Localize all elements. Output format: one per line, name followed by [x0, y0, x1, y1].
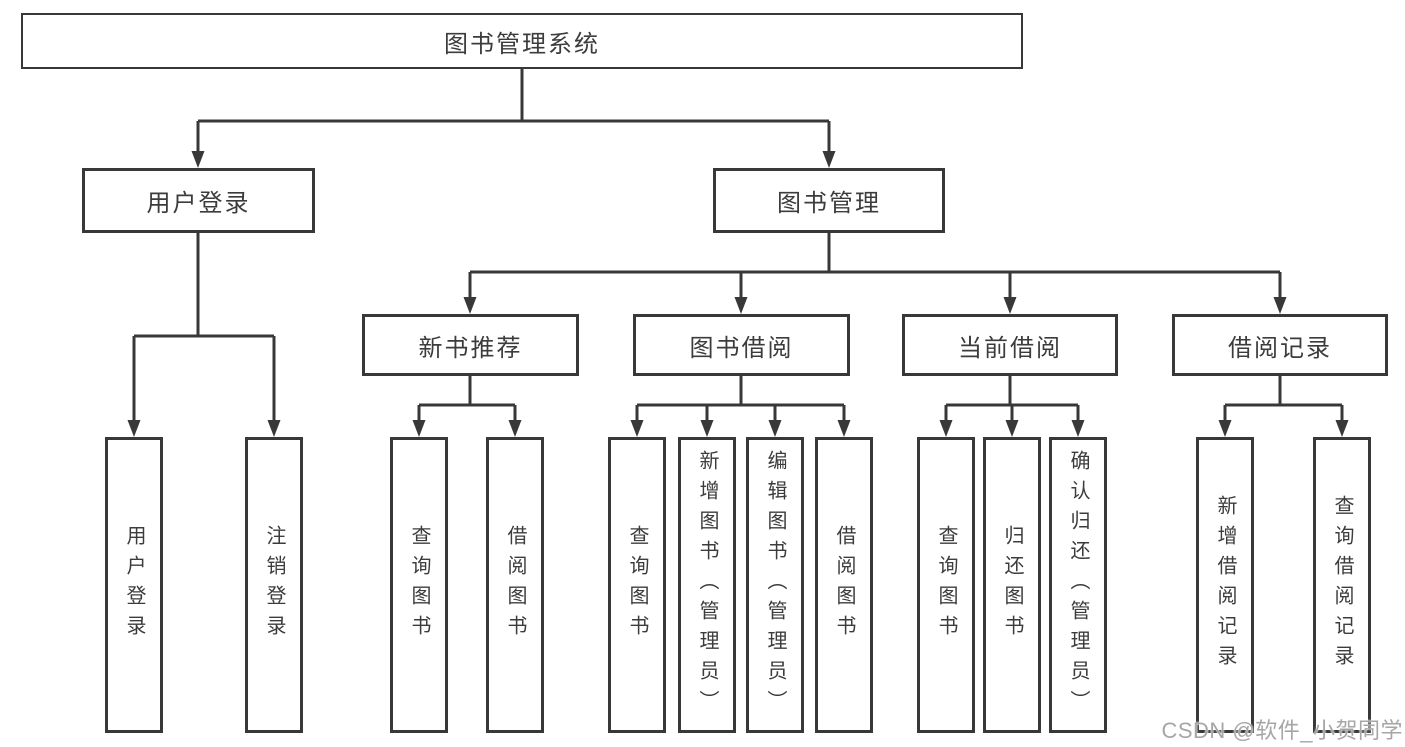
node-borrow-record: 借阅记录 [1172, 314, 1388, 376]
leaf-label: 查询图书 [626, 525, 648, 645]
leaf-label: 编辑图书（管理员） [764, 450, 786, 720]
leaf-confirm-return-admin: 确认归还（管理员） [1049, 437, 1107, 733]
node-new-book-recommend: 新书推荐 [362, 314, 579, 376]
csdn-watermark: CSDN @软件_小贺同学 [1161, 718, 1403, 743]
connector-book-borrow-to-leaves [635, 376, 846, 424]
node-label: 当前借阅 [958, 334, 1062, 362]
connector-user-login-to-leaves [132, 233, 276, 424]
node-current-borrow: 当前借阅 [902, 314, 1118, 376]
leaf-logout: 注销登录 [245, 437, 303, 733]
connector-book-management-to-level3 [468, 233, 1282, 301]
leaf-borrow-books: 借阅图书 [815, 437, 873, 733]
leaf-edit-book-admin: 编辑图书（管理员） [746, 437, 804, 733]
leaf-label: 借阅图书 [504, 525, 526, 645]
node-user-login: 用户登录 [82, 168, 315, 233]
node-label: 图书借阅 [689, 334, 794, 362]
leaf-label: 新增图书（管理员） [696, 450, 718, 720]
connector-borrow-record-to-leaves [1223, 376, 1344, 424]
leaf-query-books-recommend: 查询图书 [390, 437, 448, 733]
leaf-label: 新增借阅记录 [1214, 495, 1236, 675]
connector-root-to-level2 [196, 69, 831, 153]
leaf-label: 注销登录 [263, 525, 285, 645]
leaf-label: 确认归还（管理员） [1067, 450, 1089, 720]
connector-current-borrow-to-leaves [944, 376, 1080, 424]
leaf-label: 归还图书 [1001, 525, 1023, 645]
node-label: 借阅记录 [1228, 334, 1332, 362]
leaf-label: 查询图书 [935, 525, 957, 645]
node-library-management-system: 图书管理系统 [21, 13, 1023, 69]
node-label: 图书管理系统 [444, 30, 600, 58]
leaf-query-books-borrow: 查询图书 [608, 437, 666, 733]
leaf-label: 用户登录 [123, 525, 145, 645]
leaf-user-login: 用户登录 [105, 437, 163, 733]
leaf-add-book-admin: 新增图书（管理员） [678, 437, 736, 733]
node-label: 用户登录 [146, 190, 251, 217]
leaf-return-book: 归还图书 [983, 437, 1041, 733]
connector-new-book-to-leaves [417, 376, 517, 424]
node-label: 图书管理 [777, 190, 881, 217]
leaf-query-books-current: 查询图书 [917, 437, 975, 733]
node-label: 新书推荐 [418, 334, 523, 362]
leaf-query-borrow-record: 查询借阅记录 [1313, 437, 1371, 733]
node-book-management: 图书管理 [713, 168, 945, 233]
arrowheads [127, 151, 1349, 437]
leaf-label: 查询借阅记录 [1331, 495, 1353, 675]
leaf-label: 借阅图书 [833, 525, 855, 645]
leaf-add-borrow-record: 新增借阅记录 [1196, 437, 1254, 733]
leaf-borrow-books-recommend: 借阅图书 [486, 437, 544, 733]
node-book-borrow: 图书借阅 [633, 314, 850, 376]
leaf-label: 查询图书 [408, 525, 430, 645]
